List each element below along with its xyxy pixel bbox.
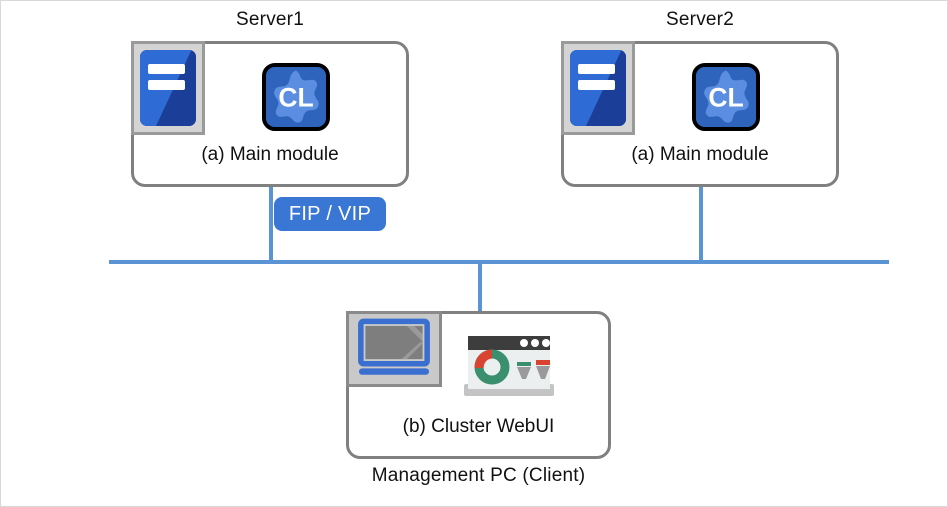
management-pc-network-drop — [478, 260, 482, 312]
server2-box[interactable]: CL (a) Main module — [561, 41, 839, 187]
server1-box[interactable]: CL (a) Main module — [131, 41, 409, 187]
server2-network-drop — [699, 187, 703, 262]
cl-cluster-icon: CL — [692, 63, 760, 131]
server1-network-drop — [269, 187, 273, 262]
server2-module-label: (a) Main module — [631, 144, 769, 165]
management-pc-module-label: (b) Cluster WebUI — [402, 416, 555, 437]
server-rack-icon — [561, 41, 635, 135]
svg-text:CL: CL — [278, 83, 313, 113]
server-rack-icon — [131, 41, 205, 135]
fip-vip-badge: FIP / VIP — [274, 197, 386, 231]
laptop-icon — [346, 311, 442, 387]
svg-text:CL: CL — [708, 83, 743, 113]
cl-cluster-icon: CL — [262, 63, 330, 131]
browser-webui-icon — [464, 334, 554, 400]
server2-title: Server2 — [666, 9, 734, 30]
management-pc-box[interactable]: (b) Cluster WebUI — [346, 311, 611, 459]
server1-title: Server1 — [236, 9, 304, 30]
server1-module-label: (a) Main module — [201, 144, 339, 165]
management-pc-title: Management PC (Client) — [371, 465, 586, 486]
network-bus-line — [109, 260, 889, 264]
